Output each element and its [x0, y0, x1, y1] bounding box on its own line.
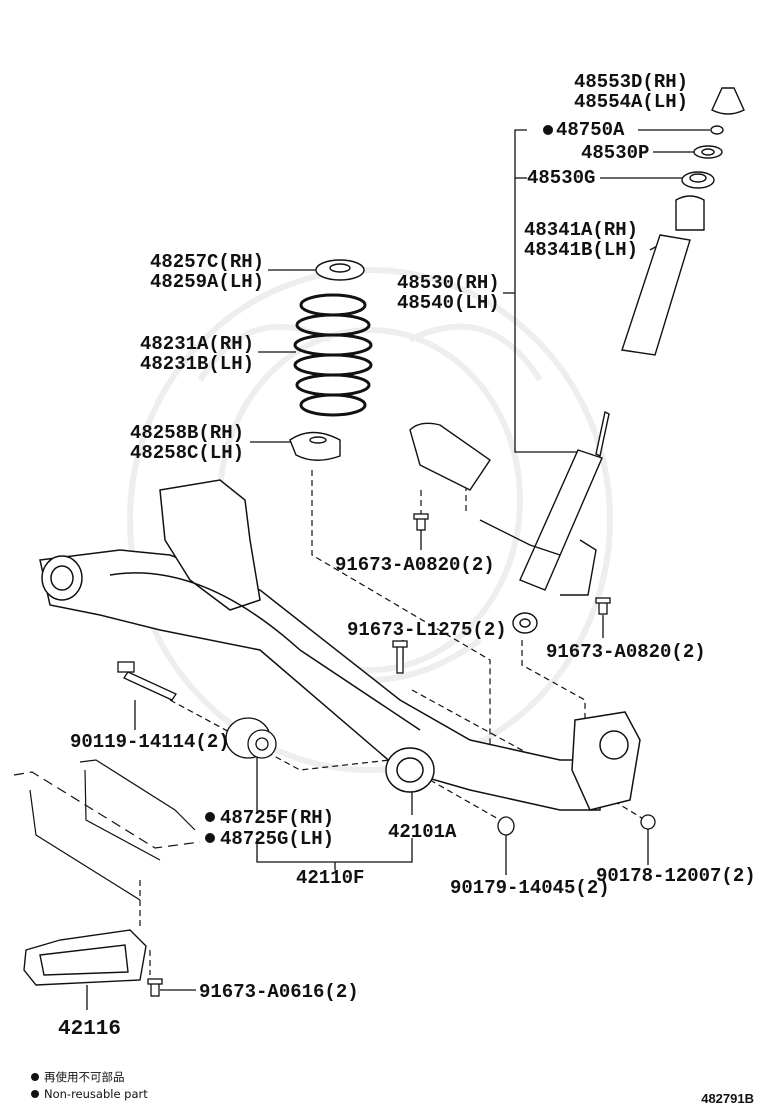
label-bolt-a0820-right: 91673-A0820(2): [546, 641, 706, 663]
bullet-48725G: [205, 833, 215, 843]
bolt-l1275-icon: [392, 640, 408, 674]
label-insulator-upper-lh: 48259A(LH): [150, 271, 265, 293]
label-bushing-lh: 48725G(LH): [220, 828, 335, 850]
label-spring-lh: 48231B(LH): [140, 353, 255, 375]
label-bolt-l1275: 91673-L1275(2): [347, 619, 507, 641]
bullet-48725F: [205, 812, 215, 822]
dashed-lines: [139, 470, 646, 975]
legend-en: Non-reusable part: [44, 1087, 148, 1101]
label-bolt-a0820-left: 91673-A0820(2): [335, 554, 495, 576]
legend-jp: 再使用不可部品: [44, 1070, 125, 1084]
label-absorber-rh: 48530(RH): [397, 272, 500, 294]
label-insulator-upper-rh: 48257C(RH): [150, 251, 265, 273]
bound-stopper: [675, 195, 705, 231]
bushing-icon: [225, 717, 277, 759]
bolt-a0820-right-icon: [595, 597, 611, 615]
label-seat-lower: 48530G: [527, 167, 596, 189]
label-bound-lh: 48341B(LH): [524, 239, 639, 261]
coil-spring: [293, 293, 373, 417]
bolt-14114-icon: [117, 661, 177, 701]
axle-beam: [39, 479, 641, 811]
nonreusable-bullets: [31, 125, 553, 1098]
boot-cap: [711, 87, 745, 115]
label-bolt-14114: 90119-14114(2): [70, 731, 230, 753]
label-absorber-lh: 48540(LH): [397, 292, 500, 314]
label-boot-lh: 48554A(LH): [574, 91, 689, 113]
upper-mount-parts: [621, 87, 745, 356]
label-bushing-rh: 48725F(RH): [220, 807, 335, 829]
label-beam-assy: 42110F: [296, 867, 365, 889]
label-nut-top: 48750A: [556, 119, 625, 141]
label-boot-rh: 48553D(RH): [574, 71, 689, 93]
label-cover: 42116: [58, 1018, 122, 1041]
fasteners: [117, 513, 656, 997]
dust-cover: [621, 234, 691, 356]
bolt-a0820-left-icon: [413, 513, 429, 531]
label-insulator-lower-rh: 48258B(RH): [130, 422, 245, 444]
legend-bullet-2: [31, 1090, 39, 1098]
nut-12007-icon: [640, 814, 656, 830]
label-beam: 42101A: [388, 821, 457, 843]
legend-bullet-1: [31, 1073, 39, 1081]
label-nut-12007: 90178-12007(2): [596, 865, 756, 887]
shock-absorber: [409, 410, 610, 634]
spring-parts: [289, 259, 373, 461]
cover-42116: [23, 929, 147, 986]
nut-48750A: [710, 125, 724, 135]
lower-insulator: [289, 431, 341, 461]
label-nut-14045: 90179-14045(2): [450, 877, 610, 899]
figure-id: 482791B: [701, 1091, 754, 1106]
label-bound-rh: 48341A(RH): [524, 219, 639, 241]
label-spring-rh: 48231A(RH): [140, 333, 255, 355]
label-bolt-a0616: 91673-A0616(2): [199, 981, 359, 1003]
label-insulator-lower-lh: 48258C(LH): [130, 442, 245, 464]
leader-lines: [86, 129, 710, 1010]
bolt-a0616-icon: [147, 978, 163, 997]
bullet-48750A: [543, 125, 553, 135]
label-seat-upper: 48530P: [581, 142, 650, 164]
undercover-panel: [13, 759, 201, 901]
nut-14045-icon: [497, 816, 515, 836]
